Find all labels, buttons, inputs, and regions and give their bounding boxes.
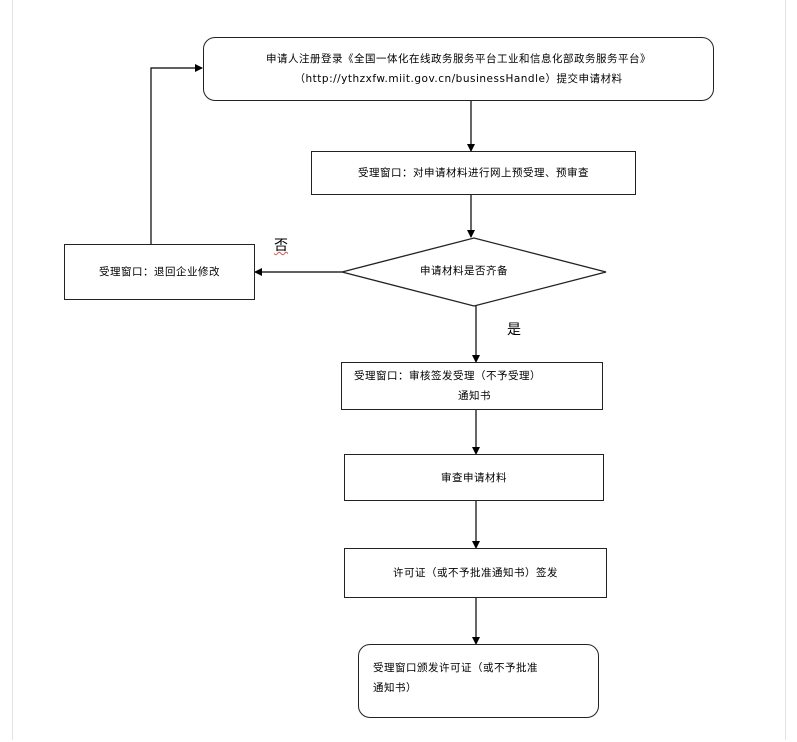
step-review-materials-label: 审查申请材料 [441, 471, 507, 484]
step-register: 申请人注册登录《全国一体化在线政务服务平台工业和信息化部政务服务平台》 （htt… [203, 37, 714, 101]
step-register-line1: 申请人注册登录《全国一体化在线政务服务平台工业和信息化部政务服务平台》 [266, 53, 651, 65]
decision-label: 申请材料是否齐备 [420, 265, 508, 277]
step-license-distribute: 受理窗口颁发许可证（或不予批准 通知书） [358, 644, 599, 718]
step-acceptance-line2: 通知书 [458, 390, 491, 402]
step-register-line2: （http://ythzxfw.miit.gov.cn/businessHand… [294, 73, 623, 85]
step-return-modify: 受理窗口：退回企业修改 [64, 244, 255, 300]
step-return-modify-label: 受理窗口：退回企业修改 [99, 266, 220, 278]
edge-label-no: 否 [274, 238, 288, 254]
decision-diamond [341, 237, 607, 307]
step-license-issue-label: 许可证（或不予批准通知书）签发 [393, 567, 558, 579]
step-review-materials: 审查申请材料 [344, 454, 604, 501]
page-border [12, 0, 786, 740]
step-distribute-line2: 通知书） [373, 682, 417, 694]
step-acceptance-line1: 受理窗口：审核签发受理（不予受理） [354, 370, 541, 382]
edge-label-yes: 是 [507, 322, 521, 338]
step-distribute-line1: 受理窗口颁发许可证（或不予批准 [373, 662, 538, 674]
step-pre-review-label: 受理窗口：对申请材料进行网上预受理、预审查 [358, 167, 589, 179]
arrow-return-loop [150, 64, 203, 244]
step-pre-review: 受理窗口：对申请材料进行网上预受理、预审查 [311, 151, 636, 195]
step-acceptance-notice: 受理窗口：审核签发受理（不予受理） 通知书 [341, 362, 603, 410]
step-license-issue: 许可证（或不予批准通知书）签发 [344, 548, 607, 598]
